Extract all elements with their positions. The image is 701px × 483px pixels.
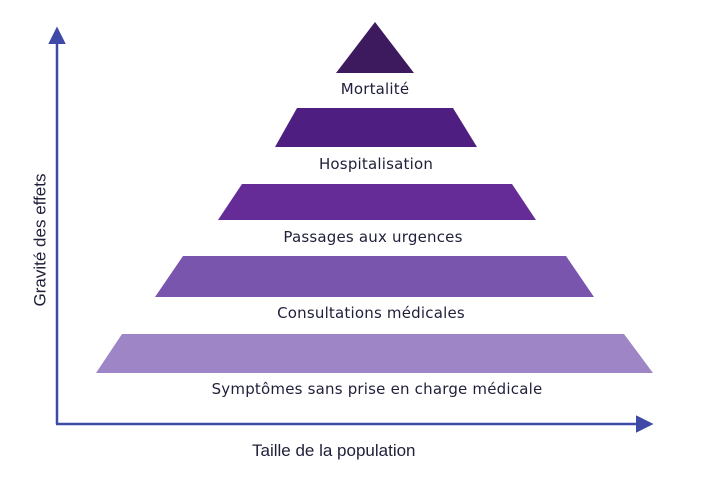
- level-label-medical-consultations: Consultations médicales: [277, 304, 465, 322]
- level-shape-symptoms-no-care: [96, 334, 653, 373]
- level-label-hospitalisation: Hospitalisation: [318, 155, 434, 173]
- level-shape-mortality: [336, 22, 414, 73]
- level-shape-emergency-visits: [218, 184, 536, 220]
- y-axis-label: Gravité des effets: [30, 173, 50, 307]
- level-shape-hospitalisation: [275, 108, 477, 147]
- level-label-symptoms-no-care: Symptômes sans prise en charge médicale: [211, 380, 543, 398]
- level-label-mortality: Mortalité: [340, 80, 410, 98]
- x-axis-label: Taille de la population: [252, 441, 416, 460]
- level-label-emergency-visits: Passages aux urgences: [283, 228, 463, 246]
- level-shape-medical-consultations: [155, 256, 594, 297]
